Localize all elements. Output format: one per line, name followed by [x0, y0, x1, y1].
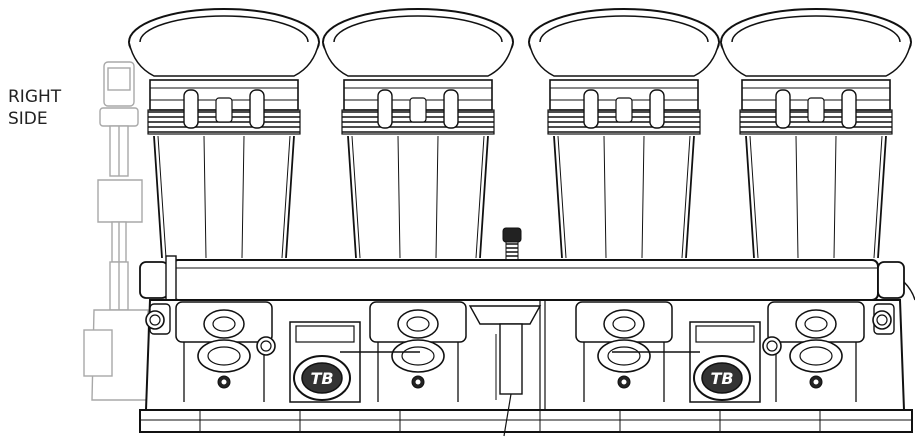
- logo-badge-icon: [293, 355, 351, 401]
- bolt-icon: [145, 310, 165, 330]
- center-sensor: [468, 305, 542, 437]
- fuel-injector-icon: [83, 61, 151, 401]
- velocity-stack-1: [128, 8, 320, 259]
- bolt-icon: [872, 310, 892, 330]
- velocity-stack-4: [720, 8, 912, 259]
- logo-badge-icon: [693, 355, 751, 401]
- side-label-line2: SIDE: [8, 109, 48, 129]
- side-label-line1: RIGHT: [8, 87, 62, 107]
- bolt-icon: [502, 227, 522, 263]
- bolt-icon: [256, 336, 276, 356]
- side-label: RIGHT SIDE: [8, 86, 61, 130]
- bolt-icon: [762, 336, 782, 356]
- velocity-stack-3: [528, 8, 720, 259]
- fuel-rail: [139, 255, 915, 305]
- velocity-stack-2: [322, 8, 514, 259]
